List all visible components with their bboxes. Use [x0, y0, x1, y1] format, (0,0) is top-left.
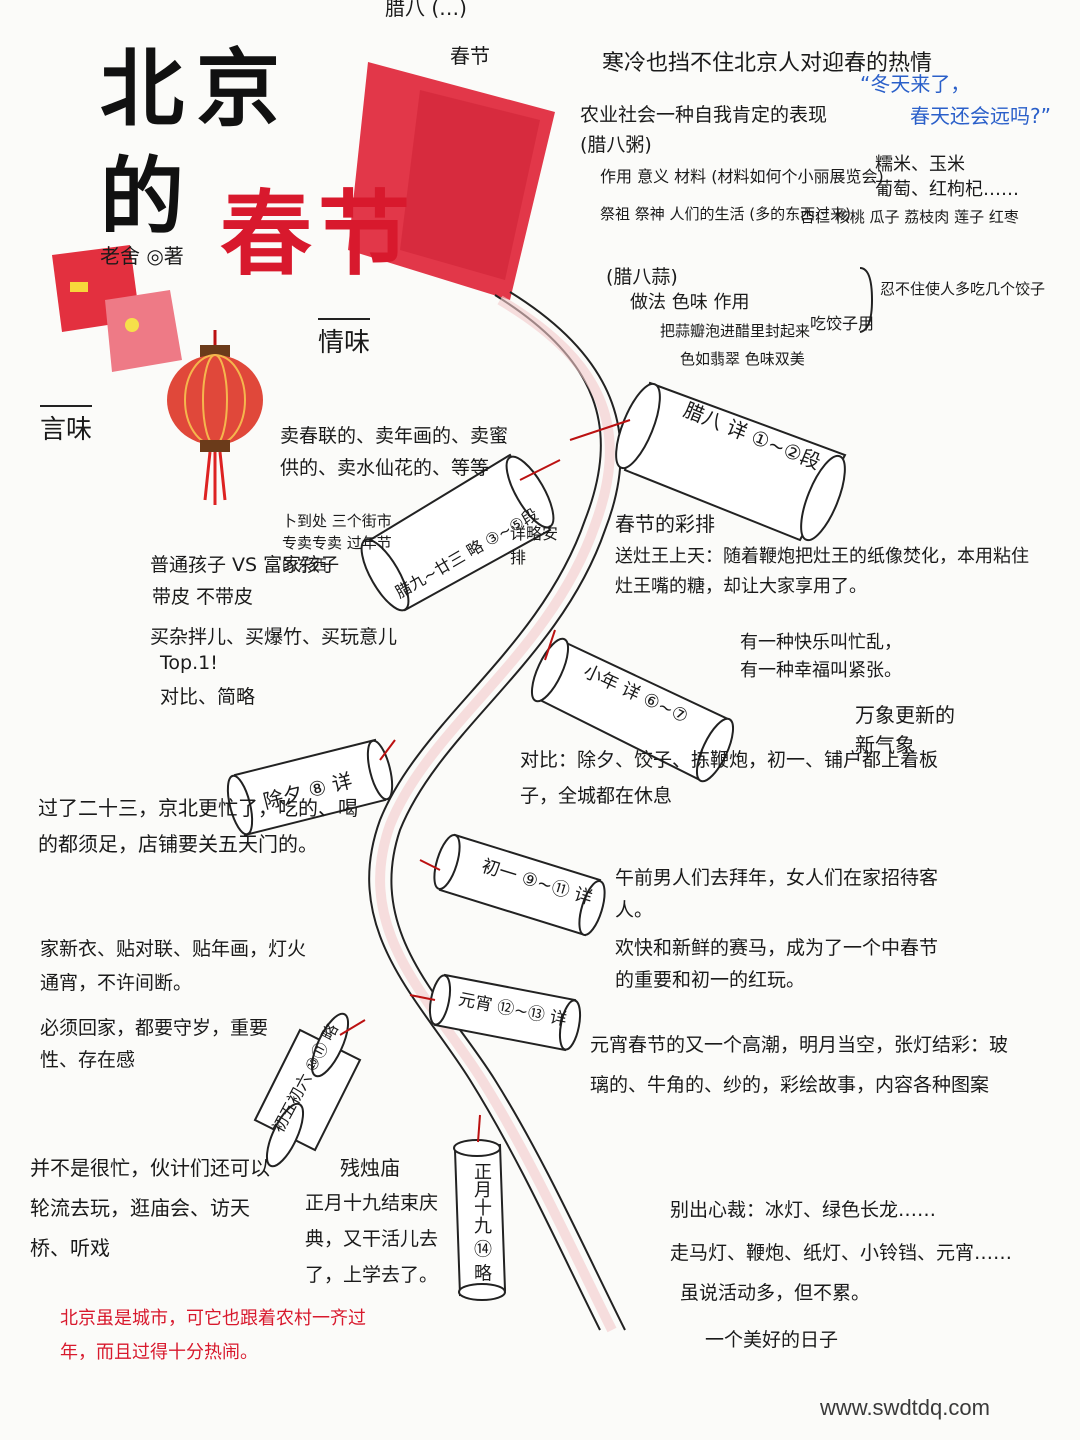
note-chuwu: 并不是很忙，伙计们还可以轮流去玩，逛庙会、访天桥、听戏 — [30, 1156, 270, 1260]
red-envelope-2 — [105, 290, 182, 372]
headline: 寒冷也挡不住北京人对迎春的热情 — [602, 51, 933, 76]
labazhou-right1: 糯米、玉米 — [875, 154, 965, 175]
note-canzhu: 残烛庙 — [340, 1156, 400, 1180]
bracket-right — [859, 267, 874, 333]
page-title-chunjie: 春节 — [220, 181, 417, 288]
note-chuyi1: 午前男人们去拜年，女人们在家招待客人。 — [615, 867, 939, 921]
tube-chuyi — [433, 833, 606, 937]
fuse-lines — [339, 419, 631, 1143]
labazhou-head: 农业社会一种自我肯定的表现 — [580, 104, 828, 126]
note-yizhong2: 有一种幸福叫紧张。 — [740, 660, 902, 681]
labazhou-right2: 葡萄、红枸杞…… — [875, 179, 1019, 200]
note-yuanxiao3: 走马灯、鞭炮、纸灯、小铃铛、元宵…… — [670, 1242, 1013, 1264]
note-maizapai: 买杂拌儿、买爆竹、买玩意儿 — [150, 626, 398, 648]
note-mai2: 卜到处 三个街市 专卖专卖 过年节 的东西 — [282, 512, 392, 574]
tube-zhengyue — [453, 1139, 507, 1301]
clipped-top-label: 腊八 (…) — [385, 0, 467, 20]
note-yuanxiao4: 虽说活动多，但不累。 — [680, 1282, 871, 1304]
labasuan-right: 忍不住使人多吃几个饺子 — [880, 280, 1046, 298]
note-daipi: 带皮 不带皮 — [152, 586, 254, 608]
page-title-de: 的 — [100, 148, 185, 246]
note-zhengyue: 正月十九结束庆典，又干活儿去了，上学去了。 — [305, 1192, 439, 1286]
tube-laba — [615, 381, 847, 542]
note-gengxin: 万象更新的新气象 — [855, 703, 955, 757]
labasuan-row1: 做法 色味 作用 — [630, 292, 750, 313]
note-yuanxiao1: 元宵春节的又一个高潮，明月当空，张灯结彩：玻璃的、牛角的、纱的，彩绘故事，内容各… — [590, 1034, 1009, 1096]
top-chunjie: 春节 — [450, 44, 490, 68]
tube-yuanxiao — [428, 973, 582, 1052]
note-xiangxi: 详略安排 — [510, 524, 559, 567]
labasuan-head: (腊八蒜) — [606, 266, 678, 288]
note-chuxi1: 过了二十三，京北更忙了，吃的、喝的都须足，店铺要关五天门的。 — [38, 796, 358, 856]
labasuan-row2: 把蒜瓣泡进醋里封起来 — [660, 322, 811, 340]
note-yizhong1: 有一种快乐叫忙乱， — [740, 632, 902, 653]
section-qingwei: 情味 — [318, 318, 371, 359]
note-songzao: 送灶王上天：随着鞭炮把灶王的纸像焚化，本用粘住灶王嘴的糖，却让大家享用了。 — [615, 546, 1029, 597]
note-putong: 普通孩子 VS 富家孩子 — [150, 554, 340, 576]
author: 老舍 ◎著 — [100, 244, 184, 268]
note-chuxi3: 必须回家，都要守岁，重要性、存在感 — [40, 1017, 269, 1071]
note-chunjie-caipai: 春节的彩排 — [615, 512, 715, 536]
page-title-line1: 北京 — [100, 40, 293, 138]
timeline-ribbon-left — [368, 294, 602, 1331]
labazhou-row1: 作用 意义 材料 (材料如何个小丽展览会) — [600, 167, 884, 186]
note-chuyi2: 欢快和新鲜的赛马，成为了一个中春节的重要和初一的红玩。 — [615, 937, 939, 991]
note-chuxi2: 家新衣、贴对联、贴年画，灯火通宵，不许间断。 — [40, 938, 307, 994]
tube-label-zhengyue: 正月十九 ⑭ 略 — [471, 1162, 492, 1282]
note-duibi2: 对比：除夕、饺子、拣鞭炮，初一、铺户都上着板子，全城都在休息 — [520, 749, 939, 807]
labasuan-row3: 色如翡翠 色味双美 — [680, 350, 805, 368]
tube-chuwu — [253, 1012, 362, 1168]
timeline-ribbon-fill — [375, 295, 617, 1333]
quote-line2: 春天还会远吗?” — [910, 104, 1051, 128]
note-duibi: 对比、简略 — [160, 686, 256, 708]
quote-line1: “冬天来了， — [860, 72, 971, 96]
red-paper-shade — [400, 90, 540, 280]
note-top: Top.1! — [160, 652, 218, 674]
labazhou-sub: (腊八粥) — [580, 134, 652, 156]
lantern — [167, 330, 263, 505]
section-yanwei: 言味 — [40, 405, 93, 446]
tube-chuxi — [226, 738, 394, 837]
watermark: www.swdtdq.com — [820, 1395, 990, 1420]
labazhou-row2: 祭祖 祭神 人们的生活 (多的东西过来) — [600, 205, 852, 223]
tube-xiaonian — [530, 637, 735, 783]
note-yuanxiao2: 别出心裁：冰灯、绿色长龙…… — [670, 1199, 937, 1221]
note-bottom-red: 北京虽是城市，可它也跟着农村一齐过年，而且过得十分热闹。 — [60, 1308, 366, 1363]
tube-la9-23 — [360, 453, 555, 612]
labasuan-row4: 吃饺子用 — [810, 314, 875, 333]
red-paper-square — [348, 62, 555, 300]
note-haorizi: 一个美好的日子 — [705, 1329, 839, 1351]
labazhou-row3: 杏仁 核桃 瓜子 荔枝肉 莲子 红枣 — [800, 208, 1019, 226]
note-mai: 卖春联的、卖年画的、卖蜜供的、卖水仙花的、等等 — [280, 425, 509, 479]
